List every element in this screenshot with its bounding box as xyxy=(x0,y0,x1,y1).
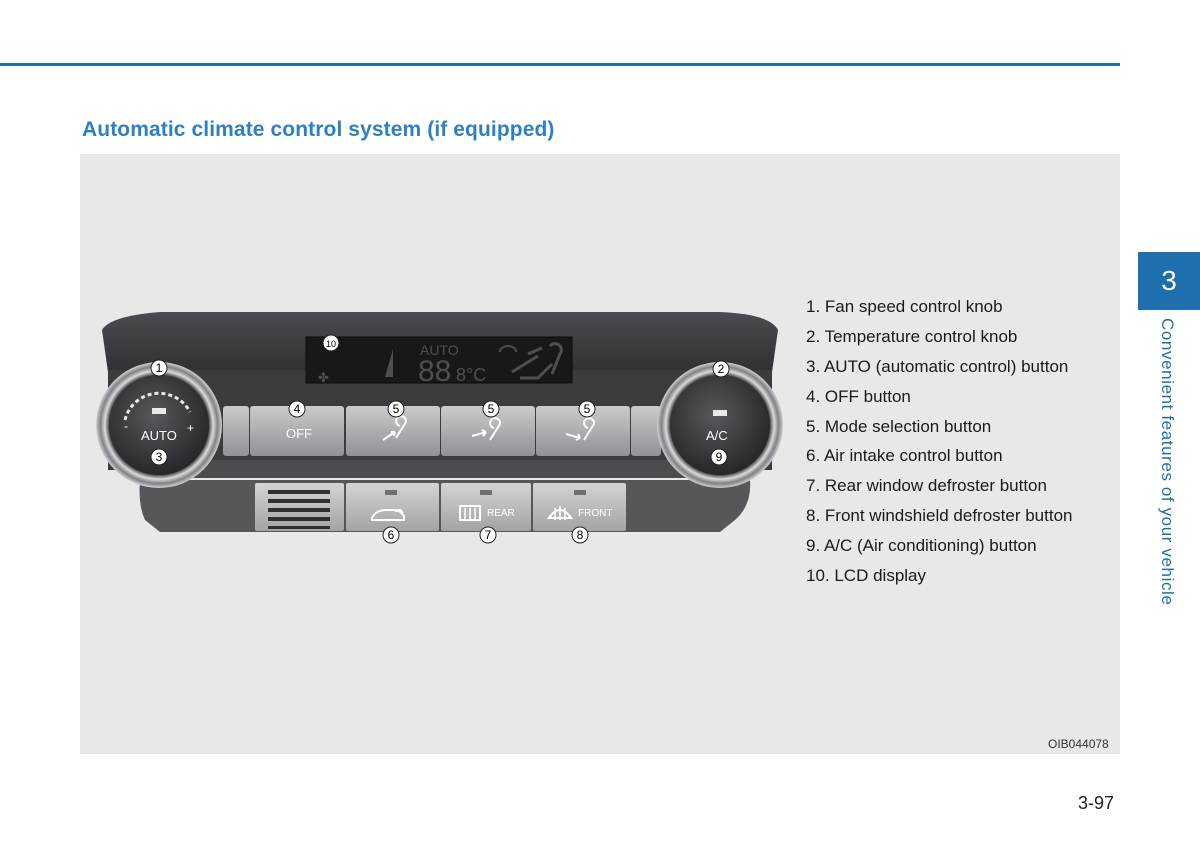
fan-speed-knob: - + AUTO xyxy=(96,362,222,488)
legend-item: 7. Rear window defroster button xyxy=(806,475,1072,505)
front-button-label: FRONT xyxy=(578,508,612,519)
legend-item: 5. Mode selection button xyxy=(806,416,1072,446)
chapter-title-vertical: Convenient features of your vehicle xyxy=(1153,318,1177,618)
legend-item: 3. AUTO (automatic control) button xyxy=(806,356,1072,386)
callout-9: 9 xyxy=(716,450,723,464)
page-number: 3-97 xyxy=(1078,793,1114,814)
legend-item: 1. Fan speed control knob xyxy=(806,296,1072,326)
legend-item: 6. Air intake control button xyxy=(806,445,1072,475)
figure-code: OIB044078 xyxy=(1048,737,1109,751)
legend-item: 9. A/C (Air conditioning) button xyxy=(806,535,1072,565)
callout-5a: 5 xyxy=(393,402,400,416)
callout-7: 7 xyxy=(485,528,492,542)
legend-item: 4. OFF button xyxy=(806,386,1072,416)
callout-8: 8 xyxy=(577,528,584,542)
header-rule xyxy=(0,63,1120,66)
chapter-tab: 3 xyxy=(1138,252,1200,310)
callout-2: 2 xyxy=(718,362,725,376)
upper-button-row: OFF xyxy=(223,406,661,456)
lcd-temp-unit: 8°C xyxy=(456,365,486,385)
temperature-knob: A/C xyxy=(657,362,783,488)
section-title: Automatic climate control system (if equ… xyxy=(82,118,555,142)
callout-5c: 5 xyxy=(584,402,591,416)
auto-button-label: AUTO xyxy=(141,428,177,443)
callout-legend: 1. Fan speed control knob 2. Temperature… xyxy=(806,296,1072,595)
chapter-number: 3 xyxy=(1161,265,1177,297)
lcd-display: ✤ AUTO 88 8°C xyxy=(306,337,572,388)
off-button-label: OFF xyxy=(286,426,312,441)
lcd-temp-digits: 88 xyxy=(418,355,451,388)
knob-plus-label: + xyxy=(187,421,194,435)
legend-item: 8. Front windshield defroster button xyxy=(806,505,1072,535)
callout-6: 6 xyxy=(388,528,395,542)
knob-minus-label: - xyxy=(124,419,128,433)
callout-1: 1 xyxy=(156,361,163,375)
ac-button-label: A/C xyxy=(706,428,728,443)
rear-button-label: REAR xyxy=(487,508,515,519)
climate-control-panel-illustration: ✤ AUTO 88 8°C OFF RE xyxy=(80,154,800,574)
callout-10: 10 xyxy=(326,339,336,349)
callout-4: 4 xyxy=(294,402,301,416)
legend-item: 10. LCD display xyxy=(806,565,1072,595)
callout-5b: 5 xyxy=(488,402,495,416)
legend-item: 2. Temperature control knob xyxy=(806,326,1072,356)
callout-3: 3 xyxy=(156,450,163,464)
svg-text:✤: ✤ xyxy=(318,371,329,386)
